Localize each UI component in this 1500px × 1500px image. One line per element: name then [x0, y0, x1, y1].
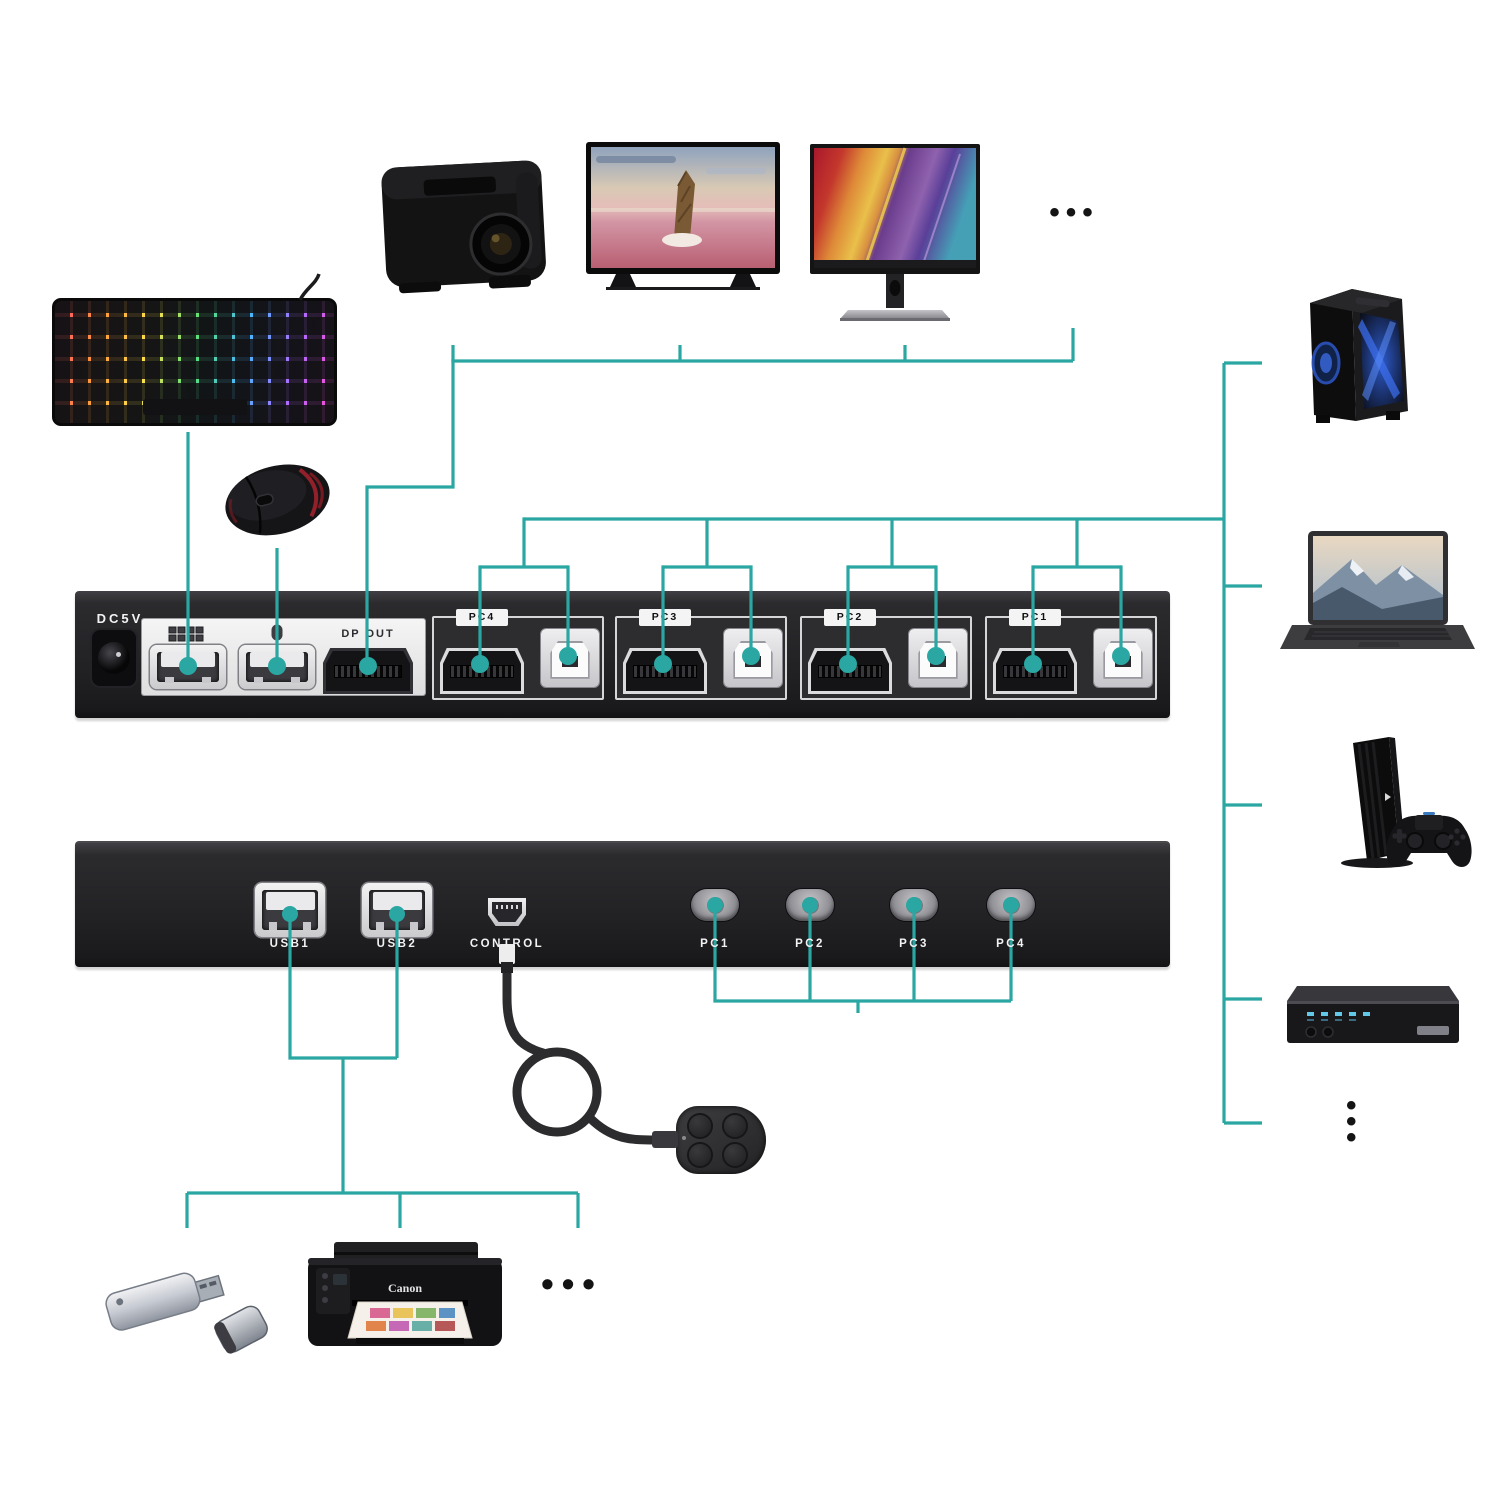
mouse-icon [271, 624, 283, 641]
pc1-usb-b-port [1094, 629, 1152, 687]
pc4-section-label: PC4 [456, 609, 508, 626]
dp-out-label: DP OUT [341, 628, 395, 640]
usb-flash-drive-image [100, 1248, 275, 1358]
game-console-image [1301, 735, 1481, 885]
pc2-button-label: PC2 [795, 938, 825, 950]
pc2-section: PC2 [800, 609, 972, 700]
pc2-dp-port [808, 648, 892, 694]
pc4-select-button [987, 889, 1035, 921]
remote-connector [652, 1131, 678, 1148]
mouse-image [210, 448, 345, 548]
usb1-label: USB1 [269, 938, 311, 950]
remote-led [682, 1136, 686, 1140]
remote-button-3 [689, 1144, 711, 1166]
pc2-usb-b-port [909, 629, 967, 687]
pc1-section-label: PC1 [1009, 609, 1061, 626]
desktop-pc-image [1290, 281, 1430, 436]
control-cable-ends [499, 944, 678, 1148]
remote-button-4 [724, 1144, 746, 1166]
more-displays-ellipsis: ••• [1049, 196, 1099, 229]
projector-image [368, 128, 558, 328]
pc1-select-button [691, 889, 739, 921]
pc4-usb-b-port [541, 629, 599, 687]
pc1-section: PC1 [985, 609, 1157, 700]
usb2-port [362, 883, 432, 937]
pc3-usb-b-port [724, 629, 782, 687]
dc5v-label: DC5V [96, 611, 144, 626]
more-peripherals-ellipsis: ••• [541, 1263, 603, 1304]
peripheral-bus [185, 1191, 580, 1228]
wired-remote [676, 1106, 766, 1174]
keyboard-icon [168, 626, 204, 642]
pc4-button-label: PC4 [996, 938, 1026, 950]
printer-brand-text: Canon [388, 1281, 422, 1295]
more-sources-ellipsis: • • • [1346, 1089, 1357, 1154]
monitor-image [810, 144, 980, 329]
dp-out-port [323, 648, 413, 694]
front-button-bus [713, 999, 1011, 1013]
dc-jack-hole [98, 642, 130, 674]
usb2-label: USB2 [376, 938, 418, 950]
remote-button-2 [724, 1115, 746, 1137]
pc3-select-button [890, 889, 938, 921]
keyboard-usb-port [150, 645, 226, 689]
dc-power-jack [92, 630, 136, 686]
remote-button-1 [689, 1115, 711, 1137]
control-mini-usb-port [488, 898, 526, 926]
pc3-dp-port [623, 648, 707, 694]
pc-chain-stems [522, 517, 1079, 567]
keyboard-image [52, 298, 337, 426]
tv-image [586, 142, 780, 304]
pc2-select-button [786, 889, 834, 921]
pc1-dp-port [993, 648, 1077, 694]
control-cable [502, 947, 661, 1145]
source-stubs [1224, 361, 1262, 1125]
laptop-image [1280, 531, 1475, 671]
pc1-button-label: PC1 [700, 938, 730, 950]
mouse-usb-port [239, 645, 315, 689]
pc3-button-label: PC3 [899, 938, 929, 950]
pc3-section: PC3 [615, 609, 787, 700]
printer-image: Canon [300, 1236, 510, 1366]
display-chain-stubs [451, 328, 1075, 361]
usb1-port [255, 883, 325, 937]
pc4-section: PC4 [432, 609, 604, 700]
pc2-section-label: PC2 [824, 609, 876, 626]
pc3-section-label: PC3 [639, 609, 691, 626]
set-top-box-image [1281, 956, 1466, 1066]
keyboard-cable [298, 273, 321, 301]
pc4-dp-port [440, 648, 524, 694]
control-label: CONTROL [469, 938, 545, 950]
